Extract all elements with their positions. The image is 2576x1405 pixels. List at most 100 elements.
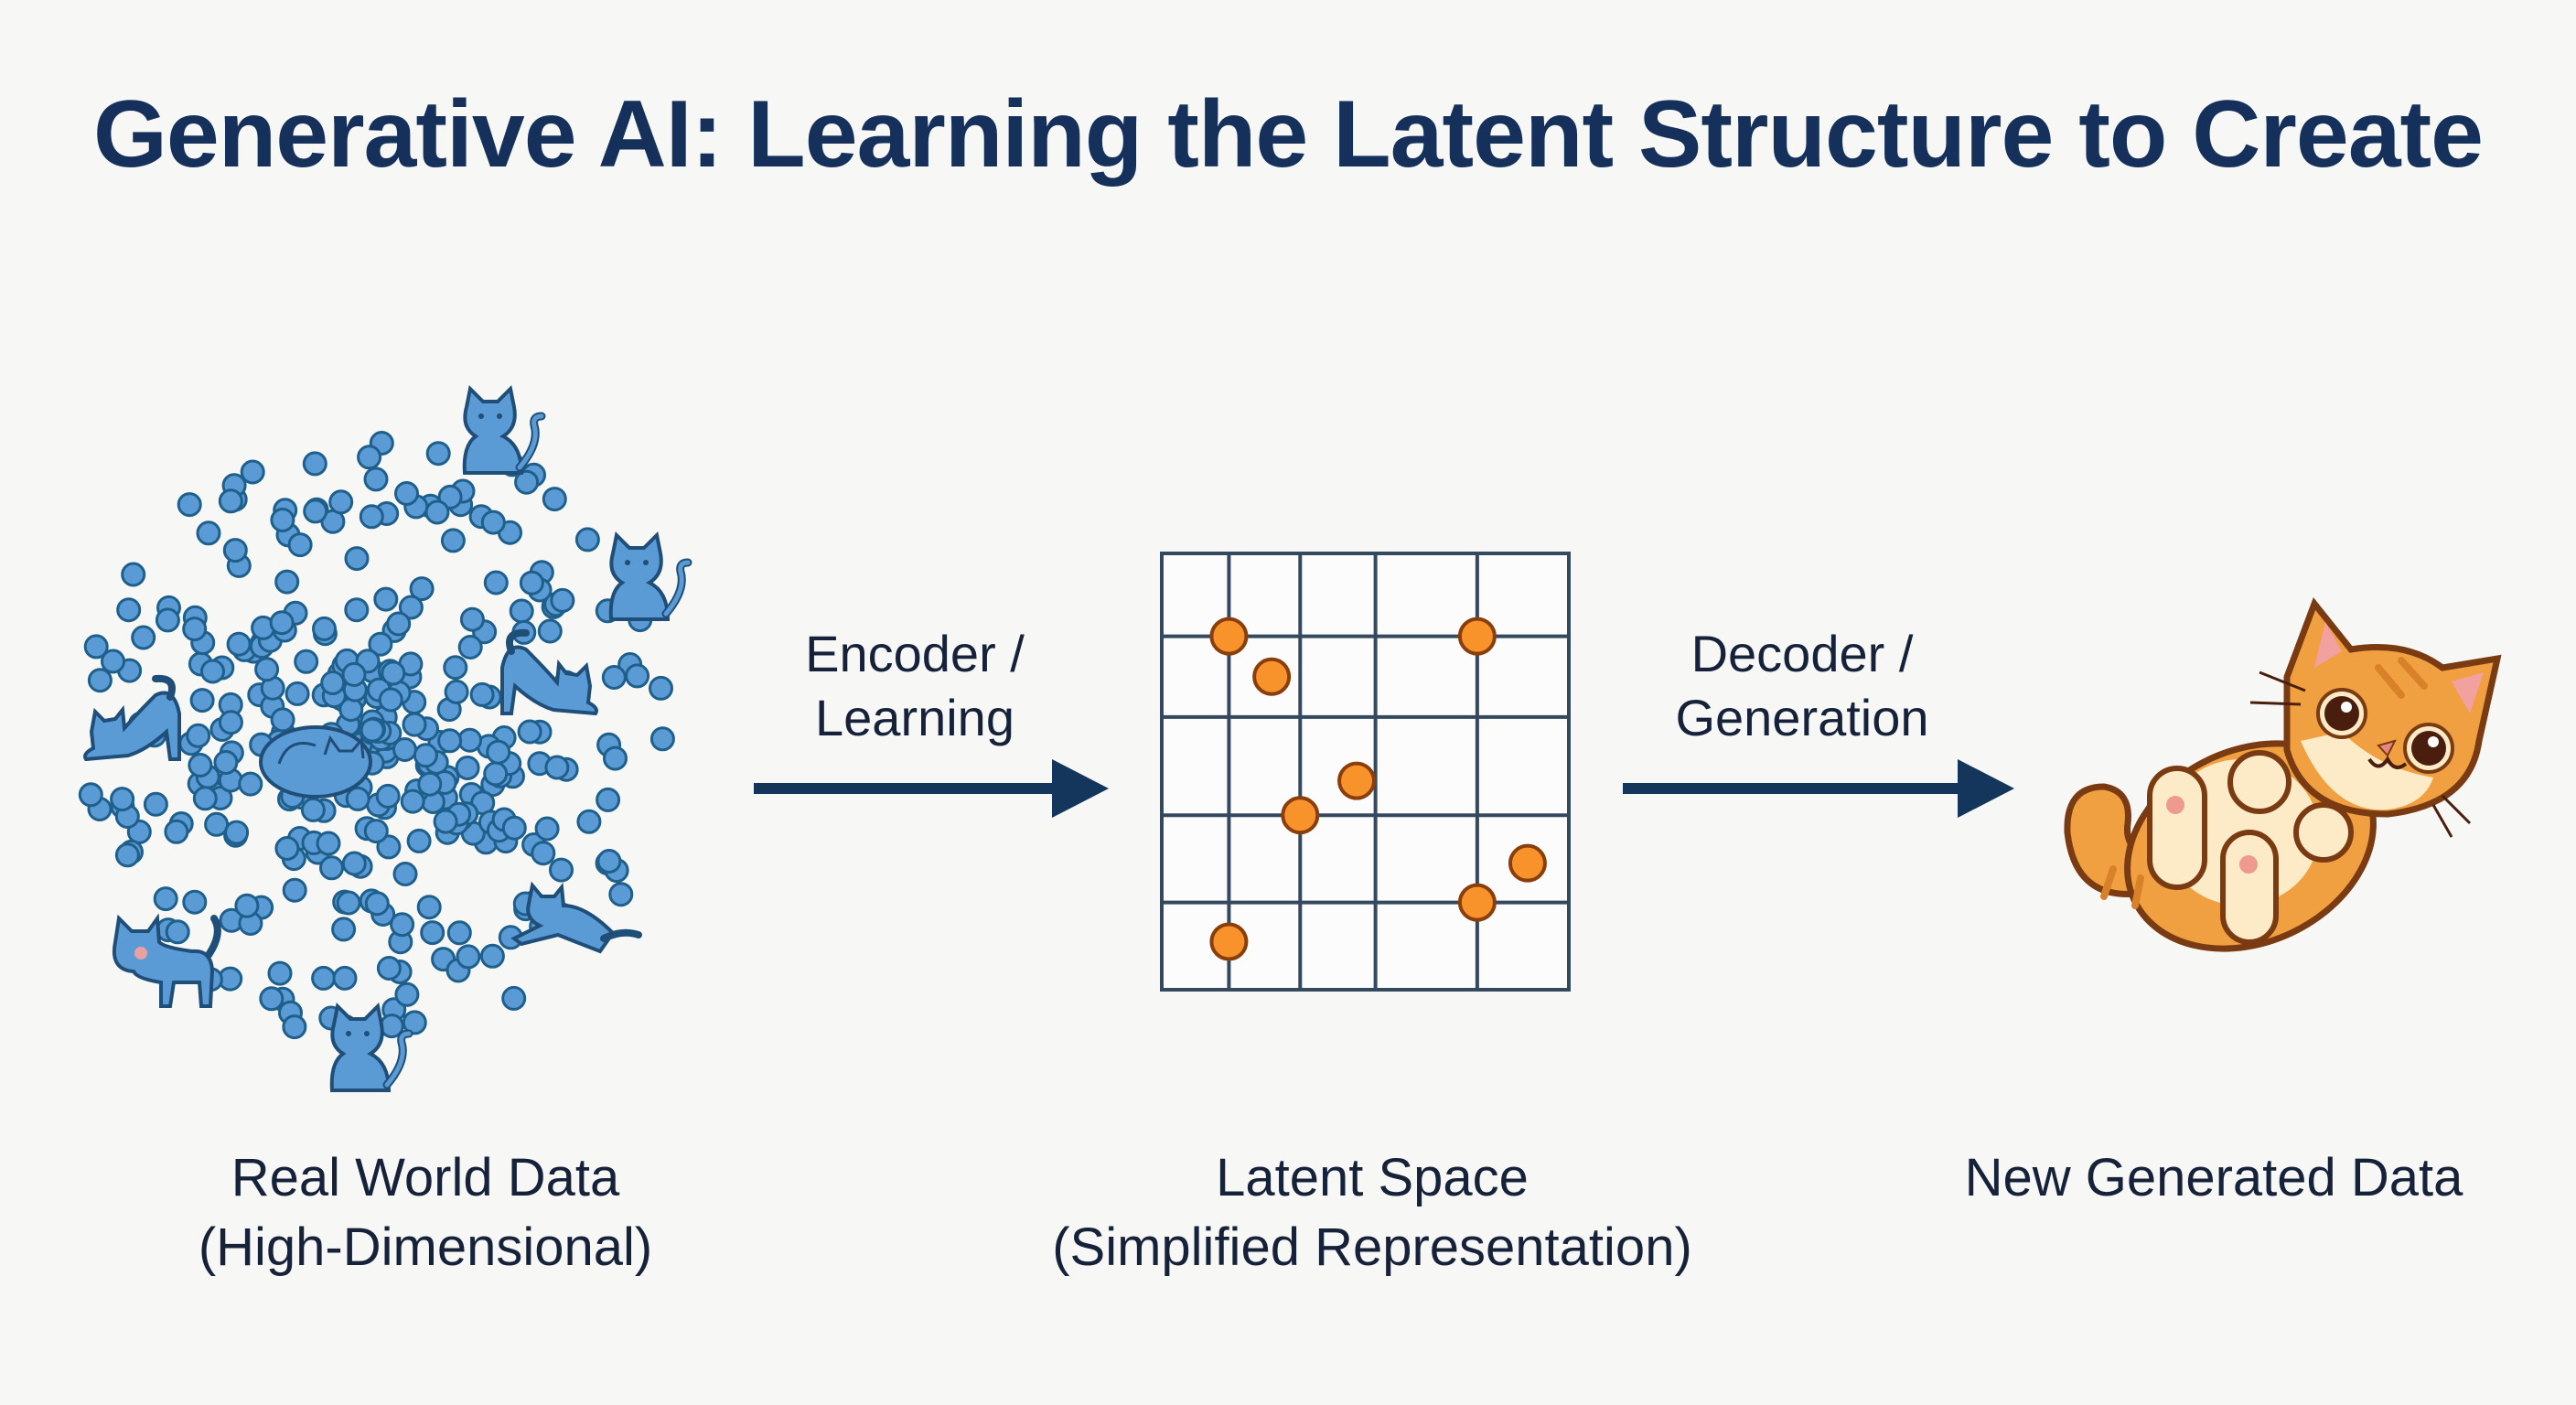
data-point: [316, 831, 341, 856]
data-point: [116, 597, 142, 623]
encoder-label-line2: Learning: [815, 689, 1014, 746]
data-point: [155, 607, 180, 633]
data-point: [469, 681, 495, 707]
encoder-arrow: [754, 759, 1109, 818]
data-point: [376, 834, 402, 860]
data-point: [625, 663, 650, 689]
data-point: [87, 668, 113, 693]
data-point: [177, 492, 202, 518]
data-point: [398, 595, 424, 620]
data-point: [390, 912, 415, 938]
data-point: [153, 886, 178, 912]
data-point: [433, 809, 458, 834]
data-point: [165, 919, 190, 945]
decoder-label-line2: Generation: [1675, 689, 1929, 746]
data-point: [542, 487, 567, 512]
data-point: [182, 617, 208, 642]
caption-real-world-data-line2: (High-Dimensional): [198, 1217, 653, 1277]
data-point: [420, 920, 445, 946]
data-point: [282, 877, 307, 903]
data-point: [224, 820, 250, 845]
data-point: [284, 681, 310, 706]
data-point: [344, 546, 370, 572]
data-point: [234, 893, 260, 918]
data-point: [240, 459, 265, 485]
data-point: [381, 660, 406, 686]
data-point: [254, 657, 280, 682]
data-point: [649, 675, 673, 701]
caption-real-world-data-line1: Real World Data: [231, 1148, 620, 1207]
decoder-arrow: [1623, 759, 2014, 818]
data-point: [402, 712, 427, 737]
orange-cat-icon: [2064, 597, 2502, 952]
data-point: [368, 631, 393, 657]
cat-sitting-icon: [329, 1002, 413, 1092]
data-point: [274, 836, 300, 861]
data-point: [457, 635, 483, 660]
data-point: [608, 882, 634, 907]
data-point: [78, 782, 103, 808]
data-point: [373, 586, 399, 612]
data-point: [312, 616, 337, 641]
caption-latent-space: Latent Space (Simplified Representation): [961, 1143, 1784, 1282]
cat-leaping-icon: [510, 881, 642, 954]
cat-sitting-icon: [462, 384, 546, 475]
caption-real-world-data: Real World Data (High-Dimensional): [128, 1143, 723, 1282]
data-point: [576, 809, 602, 834]
data-point: [400, 788, 425, 814]
data-point: [218, 710, 243, 735]
data-point: [550, 587, 575, 613]
data-point: [479, 943, 505, 969]
caption-latent-space-line1: Latent Space: [1216, 1148, 1529, 1207]
data-point: [378, 687, 403, 713]
data-point: [440, 528, 466, 553]
data-point: [270, 508, 295, 532]
cat-walking-icon: [113, 913, 221, 1008]
data-point: [483, 761, 509, 787]
data-point: [259, 986, 284, 1012]
data-point: [531, 841, 556, 866]
data-point: [480, 509, 506, 535]
latent-point: [1337, 761, 1377, 800]
data-point: [332, 965, 358, 991]
encoder-label: Encoder / Learning: [750, 622, 1079, 750]
data-point: [182, 889, 208, 915]
data-point: [402, 1010, 427, 1035]
cat-stretching-icon: [500, 628, 598, 716]
caption-new-generated-data-line1: New Generated Data: [1964, 1148, 2463, 1207]
data-point: [501, 985, 527, 1011]
data-point: [294, 649, 319, 674]
data-point: [189, 688, 215, 713]
data-point: [287, 532, 313, 558]
data-point: [319, 855, 344, 881]
data-point: [213, 750, 239, 775]
data-point: [444, 679, 469, 704]
data-point: [186, 723, 211, 748]
data-point: [649, 726, 675, 752]
data-point: [437, 728, 463, 754]
data-point: [192, 786, 218, 811]
data-point: [110, 787, 135, 812]
decoder-label: Decoder / Generation: [1637, 622, 1967, 750]
real-world-data-cloud: [78, 384, 692, 1092]
data-point: [364, 891, 390, 917]
latent-point: [1252, 657, 1292, 696]
data-point: [222, 538, 248, 563]
data-point: [282, 1014, 307, 1040]
data-point: [483, 570, 509, 595]
data-point: [596, 787, 621, 812]
data-point: [392, 862, 418, 886]
data-point: [375, 783, 401, 809]
data-point: [238, 771, 263, 797]
latent-point: [1457, 883, 1497, 922]
data-point: [406, 828, 432, 853]
data-point: [269, 610, 295, 636]
data-point: [501, 815, 527, 841]
data-point: [417, 771, 443, 797]
data-point: [143, 791, 168, 817]
cat-stretching-icon: [83, 674, 181, 762]
data-point: [131, 625, 156, 650]
data-point: [574, 527, 600, 552]
data-point: [394, 481, 419, 506]
data-point: [360, 717, 385, 743]
